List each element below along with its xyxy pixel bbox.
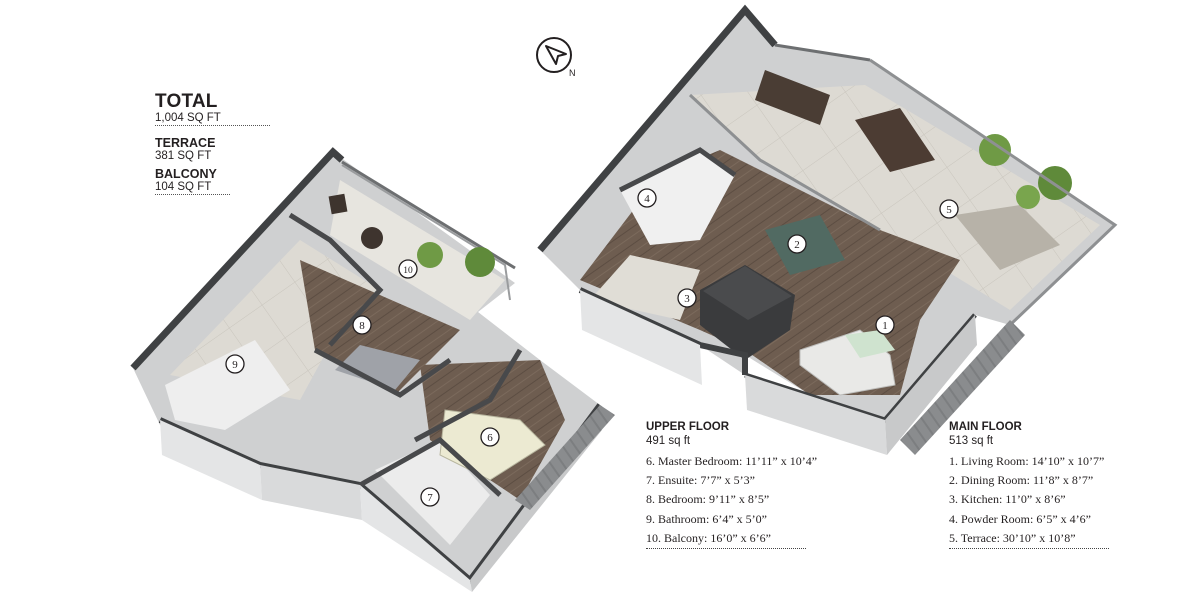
balcony-area: 104 SQ FT [155, 181, 230, 195]
legend-room-8: 8. Bedroom: 9’11” x 8’5” [646, 492, 770, 507]
room-marker-10-circle [398, 259, 418, 279]
room-marker-3-circle [677, 288, 697, 308]
room-marker-1: 1 [882, 320, 888, 332]
main-floor-area: 513 sq ft [949, 435, 994, 447]
room-marker-7: 7 [427, 492, 433, 504]
total-label: TOTAL [155, 91, 218, 112]
legend-room-3: 3. Kitchen: 11’0” x 8’6” [949, 492, 1066, 507]
room-marker-2: 2 [794, 239, 800, 251]
legend-room-7: 7. Ensuite: 7’7” x 5’3” [646, 473, 755, 488]
room-marker-7-circle [420, 487, 440, 507]
main-floor-title: MAIN FLOOR [949, 421, 1022, 433]
room-marker-5-circle [939, 199, 959, 219]
room-marker-5: 5 [946, 204, 952, 216]
room-marker-6: 6 [487, 432, 493, 444]
room-marker-9-circle [225, 354, 245, 374]
legend-room-1: 1. Living Room: 14’10” x 10’7” [949, 454, 1105, 468]
room-marker-8-circle [352, 315, 372, 335]
balcony-label: BALCONY [155, 167, 217, 181]
total-area: 1,004 SQ FT [155, 112, 270, 126]
room-marker-10: 10 [403, 266, 413, 276]
room-marker-1-circle [875, 315, 895, 335]
room-marker-6-circle [480, 427, 500, 447]
upper-floor-area: 491 sq ft [646, 435, 691, 447]
legend-room-2: 2. Dining Room: 11’8” x 8’7” [949, 473, 1094, 488]
terrace-area: 381 SQ FT [155, 150, 212, 162]
room-marker-4: 4 [644, 193, 650, 205]
main-floor-plan [537, 4, 1118, 455]
upper-floor-plan [130, 147, 615, 592]
area-summary: TOTAL 1,004 SQ FT TERRACE 381 SQ FT BALC… [155, 92, 270, 195]
room-markers: 1 2 3 4 5 6 7 8 9 10 [225, 188, 959, 507]
legend-room-9: 9. Bathroom: 6’4” x 5’0” [646, 511, 767, 526]
upper-floor-title: UPPER FLOOR [646, 421, 730, 433]
legend-room-5: 5. Terrace: 30’10” x 10’8” [949, 529, 1109, 550]
room-marker-3: 3 [684, 293, 690, 305]
room-marker-9: 9 [232, 359, 238, 371]
north-label: N [569, 68, 576, 78]
room-marker-4-circle [637, 188, 657, 208]
upper-floor-legend: UPPER FLOOR 491 sq ft 6. Master Bedroom:… [646, 421, 818, 550]
room-marker-8: 8 [359, 320, 365, 332]
north-arrow-icon [536, 37, 572, 73]
legend-room-10: 10. Balcony: 16’0” x 6’6” [646, 529, 806, 550]
terrace-label: TERRACE [155, 136, 216, 150]
main-floor-legend: MAIN FLOOR 513 sq ft 1. Living Room: 14’… [949, 421, 1109, 550]
room-marker-2-circle [787, 234, 807, 254]
legend-room-6: 6. Master Bedroom: 11’11” x 10’4” [646, 454, 818, 468]
legend-room-4: 4. Powder Room: 6’5” x 4’6” [949, 511, 1091, 526]
